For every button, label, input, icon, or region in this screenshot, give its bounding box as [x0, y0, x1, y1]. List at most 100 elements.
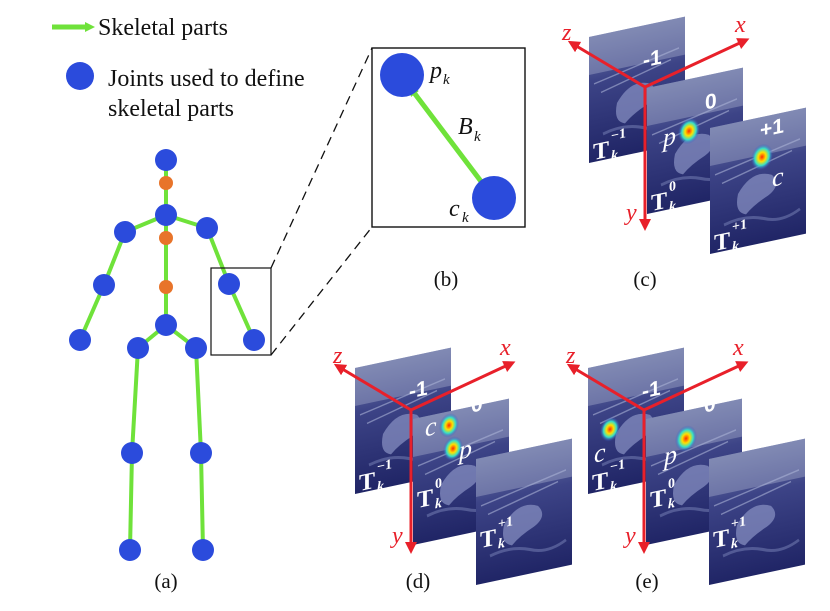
- axes-c: [567, 38, 750, 231]
- bone-left-thigh: [130, 346, 140, 455]
- skeleton-joints: [69, 149, 265, 561]
- frame-t-letter: T: [650, 484, 666, 514]
- frame-t-sup: 0: [668, 475, 675, 492]
- zoom-label-b: B: [458, 114, 473, 140]
- frame-index: +1: [526, 405, 550, 433]
- joint-right-knee: [190, 442, 212, 464]
- zoom-label-p-sub: k: [443, 72, 450, 88]
- frame-t-letter: T: [592, 467, 608, 497]
- frame-index: 0: [471, 392, 483, 417]
- frame-panel-c: -1 T −1 k 0 p T 0 k +1 c T +1 k x: [561, 12, 808, 291]
- frame-t-sub: k: [731, 535, 738, 552]
- axis-label-z: z: [332, 343, 343, 369]
- frame-index: -1: [642, 377, 661, 404]
- mid-joint: [159, 231, 173, 245]
- joint-left-knee: [121, 442, 143, 464]
- frame-t-sup: 0: [669, 178, 676, 195]
- axis-x: [643, 361, 749, 412]
- frame-c-label: c: [772, 162, 784, 193]
- frame-t-sub: k: [732, 238, 739, 255]
- axis-z: [333, 363, 412, 412]
- frame-t-letter: T: [713, 524, 729, 554]
- zoom-bone-arrow: [408, 86, 485, 186]
- frame-c-label: c: [425, 411, 437, 442]
- frame-index: +1: [760, 114, 784, 142]
- axis-z: [566, 363, 645, 412]
- axis-label-y: y: [390, 523, 403, 549]
- joint-left-shoulder: [114, 221, 136, 243]
- frame-p-label: p: [661, 121, 676, 153]
- joint-left-foot: [119, 539, 141, 561]
- frame-t-sup: +1: [732, 216, 747, 235]
- heatmap-blob: [439, 413, 459, 438]
- frame-index: +1: [759, 405, 783, 433]
- frame-index: -1: [409, 377, 428, 404]
- bone-right-thigh: [194, 346, 203, 455]
- zoom-label-b-sub: k: [474, 129, 481, 145]
- frame-t-letter: T: [480, 524, 496, 554]
- frame-t-sup: −1: [377, 456, 392, 475]
- axis-label-x: x: [732, 335, 744, 361]
- frame-p-label: p: [662, 440, 677, 472]
- axes-d: [333, 361, 516, 554]
- frame-t-sub: k: [668, 495, 675, 512]
- joint-neck: [155, 204, 177, 226]
- axis-label-z: z: [561, 20, 572, 46]
- panel-label-e: (e): [635, 569, 658, 593]
- frame-t-letter: T: [417, 484, 433, 514]
- frame-t-sub: k: [377, 478, 384, 495]
- zoom-label-c-sub: k: [462, 210, 469, 226]
- frame-cur: 0 p T 0 k: [645, 66, 745, 217]
- joint-right-foot: [192, 539, 214, 561]
- zoom-joint-parent: [380, 53, 424, 97]
- legend-bone-label: Skeletal parts: [98, 15, 228, 41]
- frame-index: -1: [643, 46, 662, 73]
- axis-z: [567, 40, 646, 89]
- panel-label-c: (c): [633, 267, 656, 291]
- zoom-joint-child: [472, 176, 516, 220]
- heatmap-blob: [751, 143, 773, 171]
- frame-t-letter: T: [714, 227, 730, 257]
- joint-right-shoulder: [196, 217, 218, 239]
- frame-t-sub: k: [435, 495, 442, 512]
- frame-prev: -1 T −1 k: [587, 15, 687, 166]
- axis-x: [410, 361, 516, 412]
- frame-t-sup: −1: [611, 125, 626, 144]
- frame-index: 0: [704, 392, 716, 417]
- heatmap-blob: [675, 425, 697, 452]
- zoom-panel: p k B k c k (b): [371, 47, 526, 291]
- legend-joint-marker: [66, 62, 94, 90]
- legend-joint-label-line1: Joints used to define: [108, 66, 305, 92]
- panel-label-a: (a): [154, 569, 177, 593]
- skeleton: (a): [69, 47, 373, 593]
- mid-joint: [159, 280, 173, 294]
- frame-t-sub: k: [610, 478, 617, 495]
- joint-right-hip: [185, 337, 207, 359]
- zoom-label-p: p: [428, 58, 442, 84]
- panel-label-b: (b): [434, 267, 459, 291]
- frame-prev: -1 T −1 k: [353, 346, 453, 497]
- axis-label-z: z: [565, 343, 576, 369]
- axis-label-y: y: [624, 200, 637, 226]
- heatmap-blob: [443, 436, 463, 461]
- legend: Skeletal parts Joints used to define ske…: [52, 15, 305, 122]
- frame-t-sub: k: [669, 198, 676, 215]
- joint-head: [155, 149, 177, 171]
- frame-panel-e: -1 c T −1 k 0 p T 0 k +1 T +1 k x z: [565, 335, 807, 593]
- zoom-guide-bottom: [270, 226, 373, 356]
- zoom-label-c: c: [449, 196, 460, 222]
- frame-c-label: c: [594, 437, 606, 468]
- joint-pelvis: [155, 314, 177, 336]
- frame-t-sup: −1: [610, 456, 625, 475]
- axis-label-x: x: [734, 12, 746, 38]
- joint-right-elbow: [218, 273, 240, 295]
- joint-right-hand: [243, 329, 265, 351]
- frame-p-label: p: [457, 434, 472, 466]
- frame-t-letter: T: [593, 136, 609, 166]
- joint-left-hip: [127, 337, 149, 359]
- frame-next: +1 c T +1 k: [708, 106, 808, 257]
- axes-e: [566, 361, 749, 554]
- axis-label-x: x: [499, 335, 511, 361]
- zoom-source-box: [210, 267, 272, 356]
